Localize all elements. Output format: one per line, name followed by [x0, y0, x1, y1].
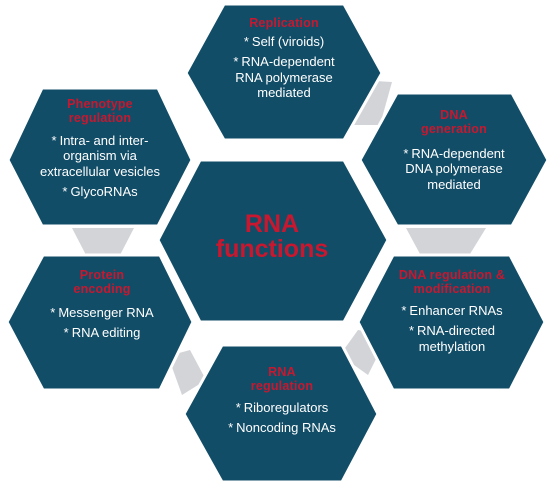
item-text: Intra- and inter-organism via extracellu… [40, 133, 160, 179]
hexagon-dna-regulation [356, 253, 547, 392]
bullet-star: * [408, 323, 415, 339]
item-text: Self (viroids) [251, 34, 325, 49]
node-title: Replication [249, 16, 319, 30]
item-text: RNA-dependent DNA polymerase mediated [405, 146, 505, 192]
item-text: GlycoRNAs [70, 183, 138, 199]
node-item: *GlycoRNAs [62, 184, 137, 199]
hexagon-replication [184, 2, 384, 142]
hexagon-dna-generation [358, 91, 550, 228]
node-item: *Riboregulators [236, 400, 329, 415]
item-text: Messenger RNA [58, 305, 154, 320]
node-item: *Messenger RNA [47, 305, 157, 320]
item-text: RNA-dependent RNA polymerase mediated [235, 54, 335, 100]
node-title: DNA regulation & modification [398, 268, 506, 296]
connector-protein-encoding-phenotype [72, 228, 134, 255]
center-title-line2: functions [215, 235, 329, 263]
node-item: *RNA-dependent DNA polymerase mediated [398, 146, 510, 192]
bullet-star: * [233, 54, 239, 70]
node-rna-regulation: RNA regulation *Riboregulators *Noncodin… [200, 365, 364, 436]
item-text: RNA-directed methylation [417, 323, 496, 354]
item-text: Noncoding RNAs [236, 420, 336, 436]
bullet-star: * [243, 34, 249, 49]
item-text: RNA editing [71, 325, 141, 341]
bullet-star: * [228, 420, 234, 436]
node-dna-generation: DNA generation *RNA-dependent DNA polyme… [376, 108, 532, 192]
connector-dna-generation-dna-regulation [406, 228, 486, 254]
connector-rna-regulation-protein-encoding [168, 350, 206, 395]
node-protein-encoding: Protein encoding *Messenger RNA *RNA edi… [22, 268, 182, 341]
node-title: RNA regulation [250, 365, 314, 393]
center-title-line1: RNA [244, 210, 300, 238]
hexagon-center [156, 158, 390, 324]
bullet-star: * [62, 183, 68, 199]
node-title: DNA generation [421, 108, 487, 136]
bullet-star: * [63, 325, 69, 341]
item-text: Enhancer RNAs [409, 303, 503, 318]
node-title: Phenotype regulation [67, 97, 133, 125]
hexagon-rna-regulation [182, 343, 380, 484]
hexagon-protein-encoding [5, 253, 195, 392]
node-item: *Intra- and inter-organism via extracell… [28, 133, 172, 179]
node-item: *Noncoding RNAs [227, 420, 337, 435]
hexagon-phenotype-regulation [6, 86, 194, 228]
bullet-star: * [403, 146, 409, 161]
node-title: Protein encoding [73, 268, 131, 296]
item-text: Riboregulators [243, 400, 329, 415]
bullet-star: * [50, 305, 56, 320]
node-dna-regulation: DNA regulation & modification *Enhancer … [372, 268, 532, 354]
node-item: *RNA-directed methylation [388, 323, 516, 354]
center-panel: RNA functions [190, 212, 354, 262]
node-item: *Self (viroids) [244, 34, 324, 49]
node-item: *RNA-dependent RNA polymerase mediated [225, 54, 343, 100]
bullet-star: * [401, 303, 407, 318]
node-item: *RNA editing [64, 325, 141, 340]
node-replication: Replication *Self (viroids) *RNA-depende… [198, 16, 370, 100]
bullet-star: * [235, 400, 241, 415]
bullet-star: * [51, 133, 57, 148]
node-item: *Enhancer RNAs [401, 303, 502, 318]
node-phenotype-regulation: Phenotype regulation *Intra- and inter-o… [20, 97, 180, 199]
